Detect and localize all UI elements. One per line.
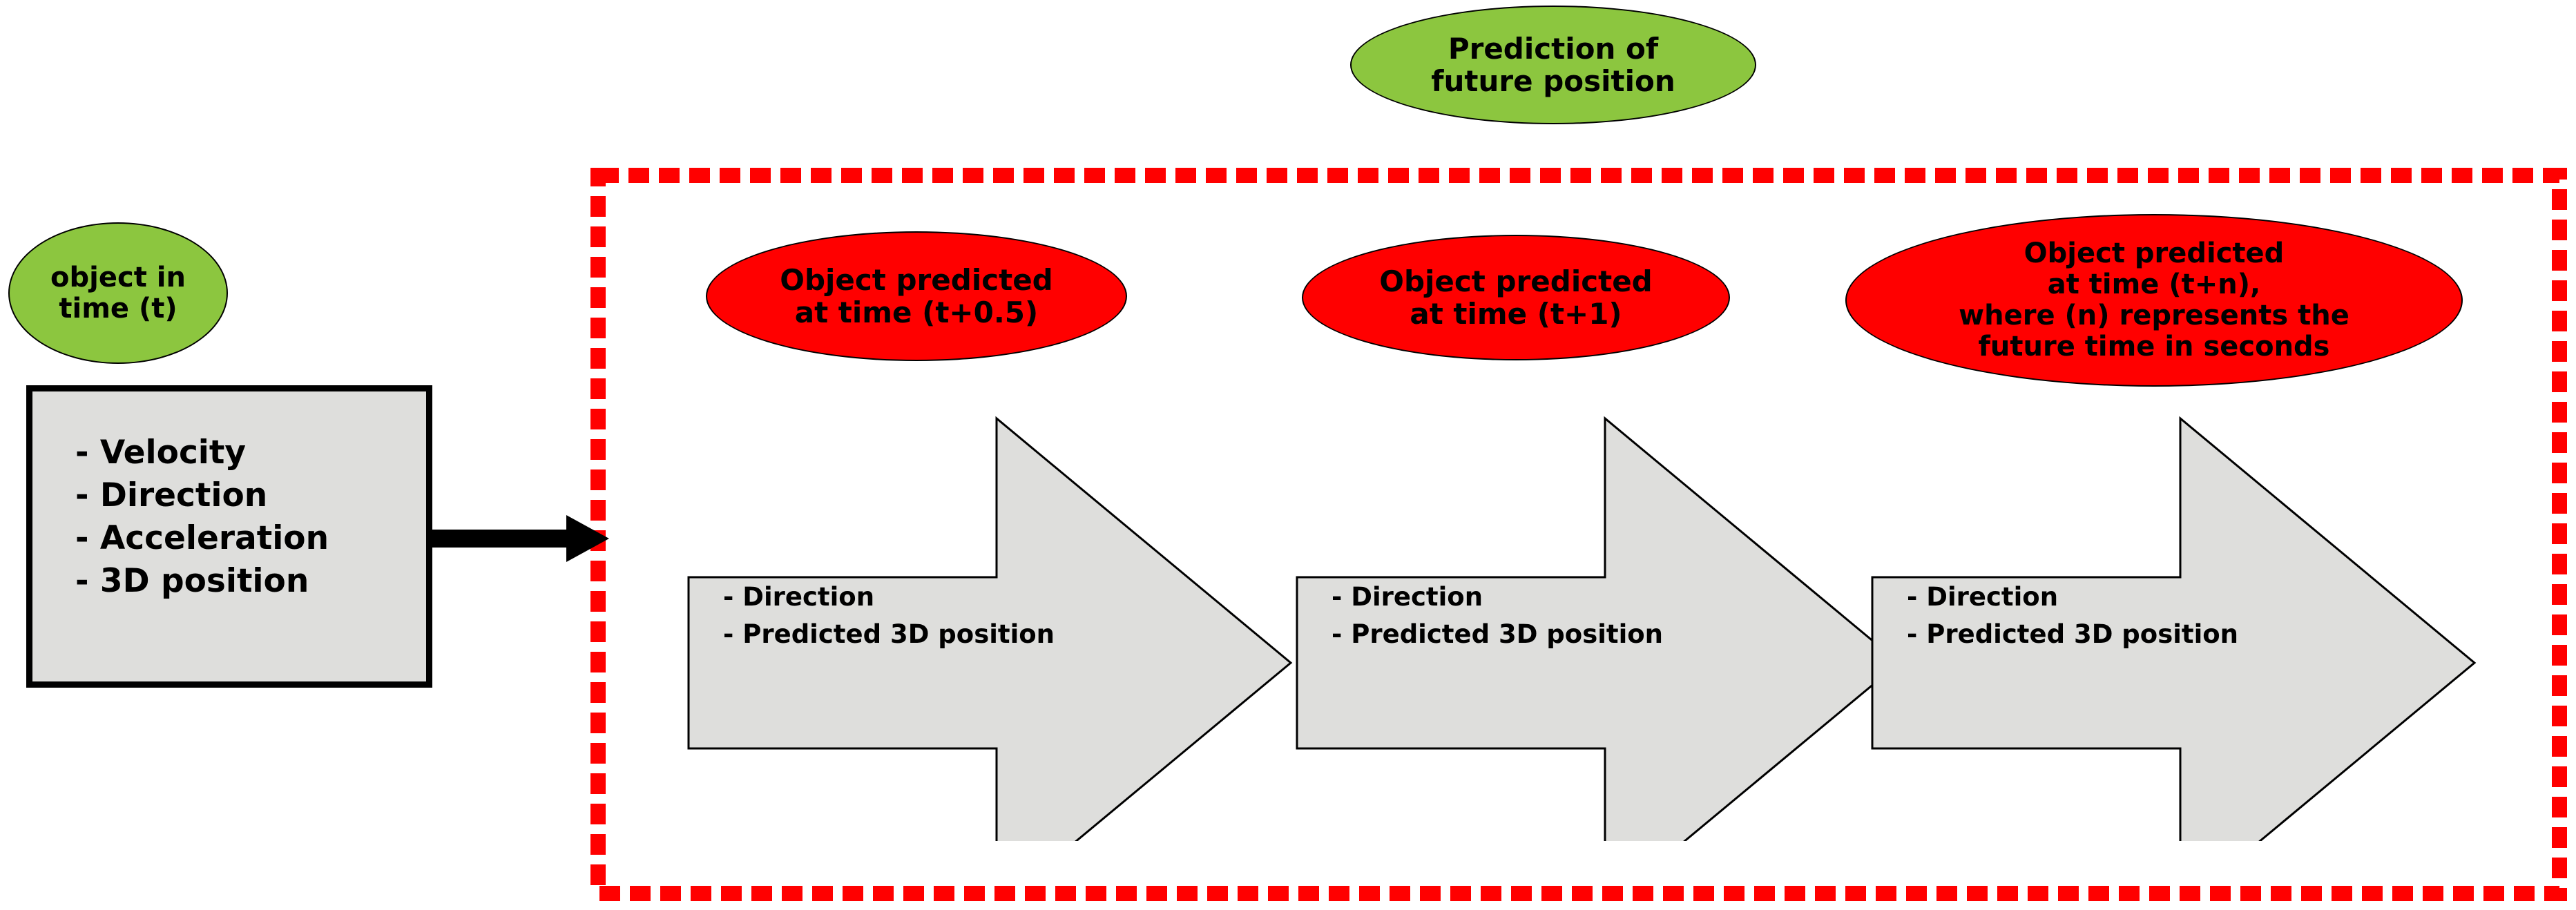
prediction-step-ellipse-3: Object predicted at time (t+n), where (n…: [1845, 214, 2463, 387]
prediction-title-ellipse: Prediction of future position: [1350, 6, 1756, 124]
prediction-step-arrow-2: - Direction - Predicted 3D position: [1289, 399, 1907, 910]
flow-arrow-svg: [428, 515, 609, 562]
arrow-polygon: [1871, 416, 2477, 910]
arrow-polygon: [1296, 416, 1901, 910]
block-arrow-shape: [1871, 416, 2477, 910]
prediction-step-arrow-1: - Direction - Predicted 3D position: [680, 399, 1299, 910]
arrow-polygon: [687, 416, 1293, 910]
flow-arrow: [428, 511, 615, 566]
source-attributes-list: - Velocity - Direction - Acceleration - …: [75, 434, 329, 601]
prediction-step-ellipse-2: Object predicted at time (t+1): [1302, 235, 1730, 360]
block-arrow-shape: [1296, 416, 1901, 910]
block-arrow-shape: [687, 416, 1293, 910]
prediction-step-ellipse-1: Object predicted at time (t+0.5): [706, 231, 1127, 361]
source-attributes-box: - Velocity - Direction - Acceleration - …: [26, 385, 432, 688]
source-object-ellipse: object in time (t): [8, 222, 228, 364]
prediction-step-arrow-3: - Direction - Predicted 3D position: [1864, 399, 2483, 910]
flow-arrow-polygon: [428, 515, 609, 562]
